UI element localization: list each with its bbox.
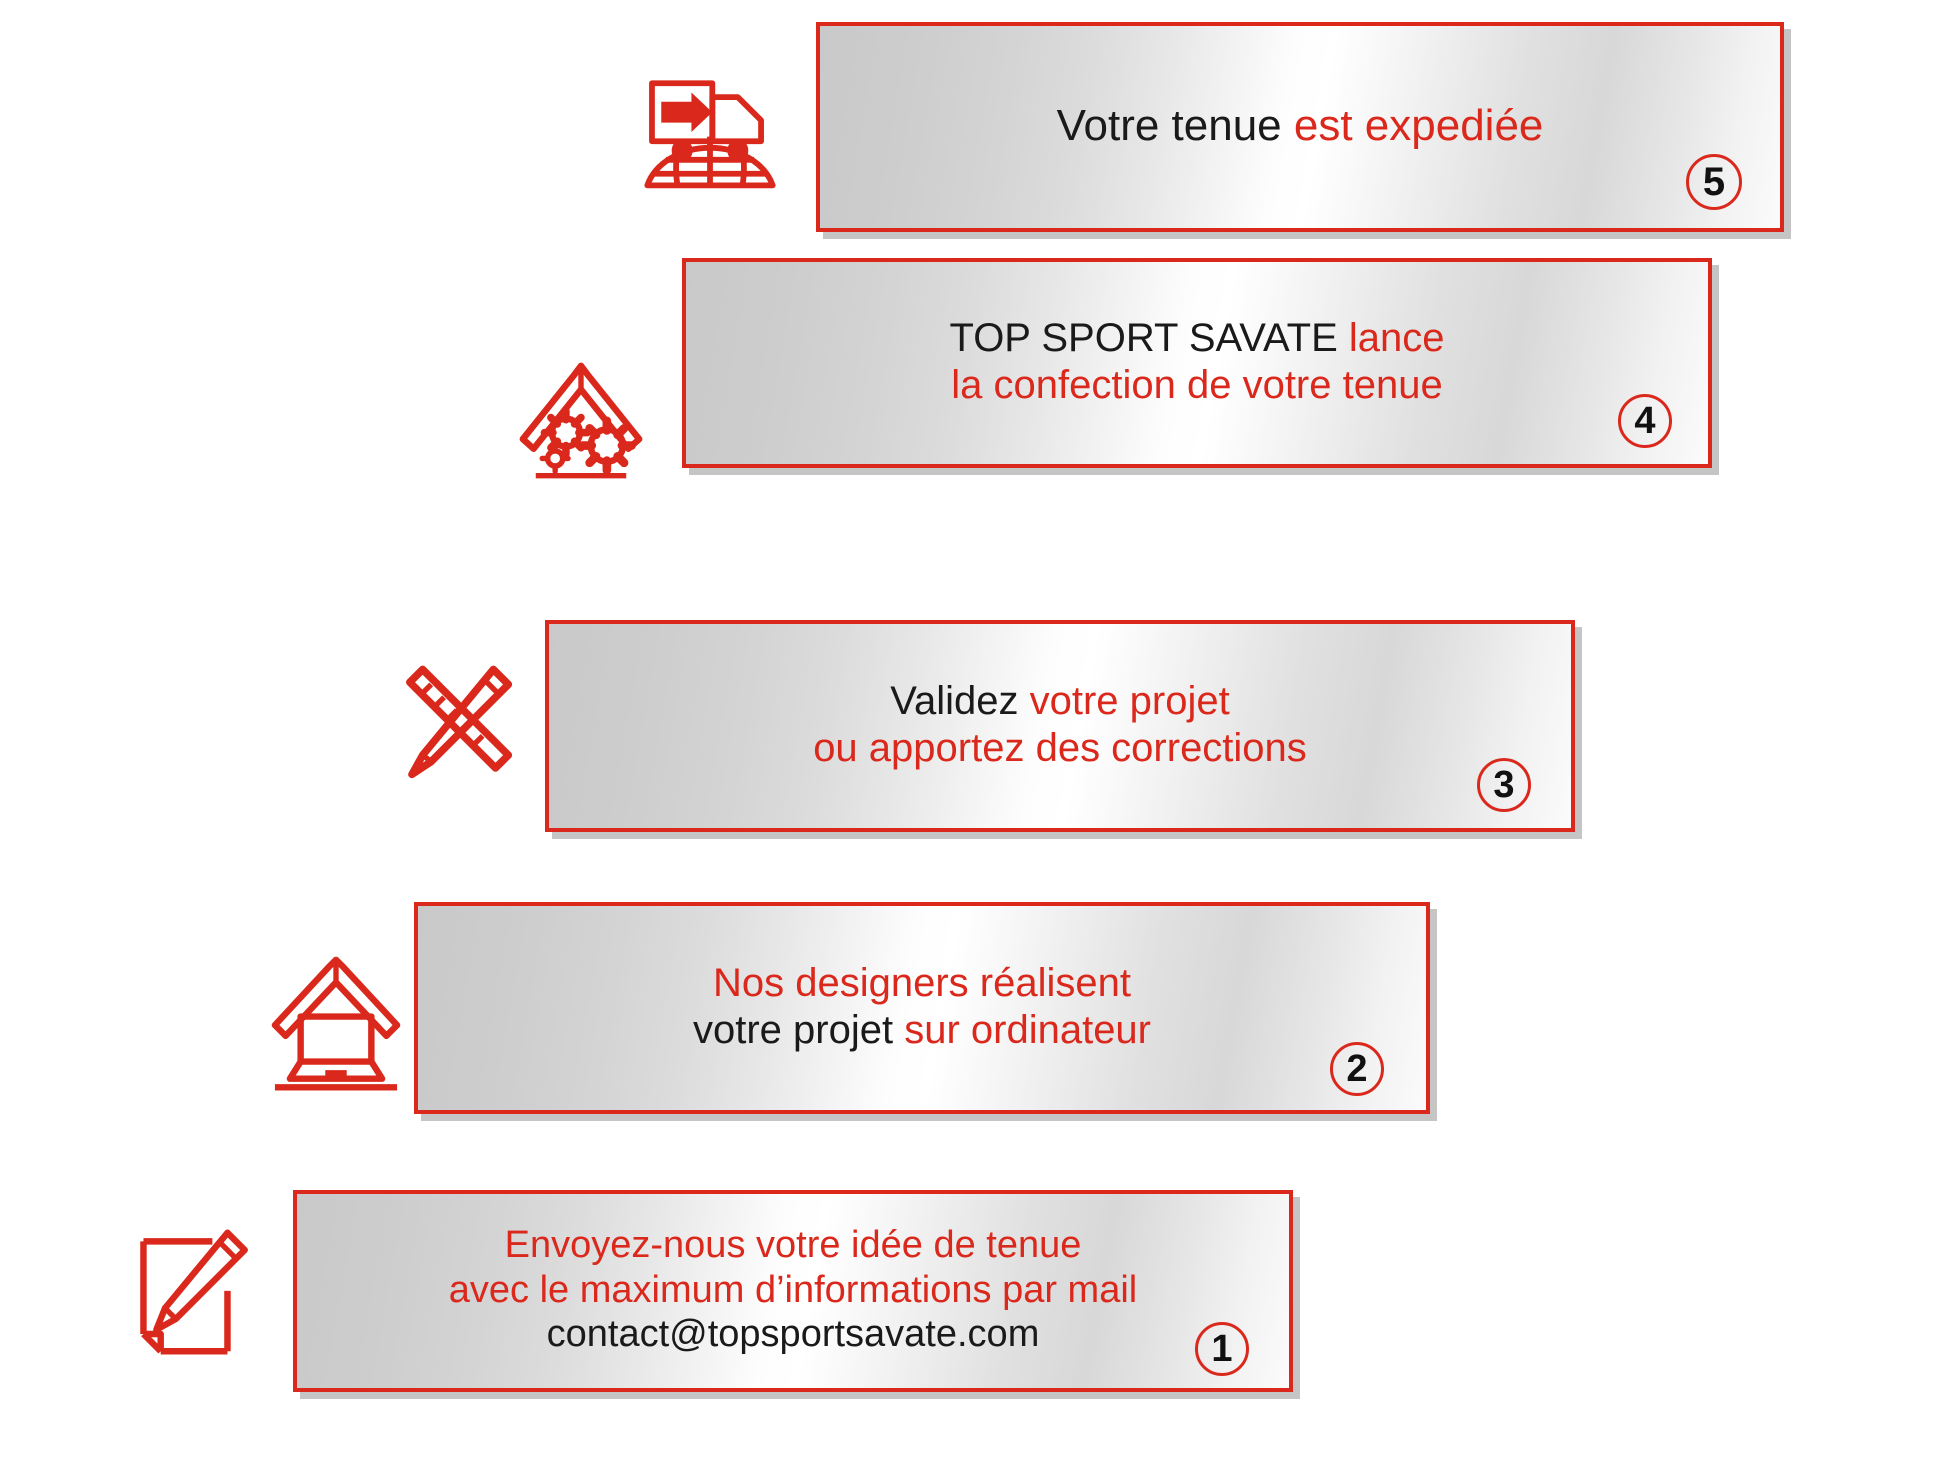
step-4-text: TOP SPORT SAVATE lance la confection de … bbox=[686, 315, 1708, 411]
delivery-truck-globe-icon bbox=[640, 60, 780, 190]
step-5-line-1-seg-1: Votre tenue bbox=[1056, 101, 1294, 151]
step-2-line-2-seg-1: votre projet bbox=[692, 1008, 905, 1052]
step-3-line-1-seg-2: votre projet bbox=[1029, 678, 1230, 723]
step-5-line-1-seg-2: est expediée bbox=[1293, 101, 1544, 151]
step-5-text: Votre tenue est expediée bbox=[820, 100, 1780, 154]
step-1-number-badge: 1 bbox=[1195, 1322, 1249, 1376]
step-2-bar: Nos designers réalisent votre projet sur… bbox=[414, 902, 1430, 1114]
step-5-number-badge: 5 bbox=[1686, 154, 1742, 210]
step-1-line-1: Envoyez-nous votre idée de tenue bbox=[504, 1223, 1082, 1266]
step-1-line-2: avec le maximum d’informations par mail bbox=[448, 1268, 1138, 1311]
step-1-line-3: contact@topsportsavate.com bbox=[546, 1313, 1040, 1356]
step-4-line-1-seg-2: lance bbox=[1348, 315, 1445, 360]
step-3-line-1: Validez votre projet bbox=[549, 678, 1571, 725]
step-2-line-1: Nos designers réalisent bbox=[713, 960, 1131, 1005]
step-3-line-2: ou apportez des corrections bbox=[813, 726, 1307, 770]
step-2-line-2-seg-2: sur ordinateur bbox=[904, 1008, 1151, 1052]
step-3-number-badge: 3 bbox=[1477, 758, 1531, 812]
roof-gears-icon bbox=[516, 340, 646, 480]
step-5-line-1: Votre tenue est expediée bbox=[820, 100, 1780, 152]
ruler-pencil-icon bbox=[388, 648, 528, 798]
roof-laptop-icon bbox=[266, 948, 406, 1098]
step-2-line-2: votre projet sur ordinateur bbox=[418, 1007, 1426, 1054]
step-3-line-1-seg-1: Validez bbox=[890, 678, 1030, 723]
step-4-line-2: la confection de votre tenue bbox=[951, 363, 1443, 407]
step-1-text: Envoyez-nous votre idée de tenue avec le… bbox=[297, 1223, 1289, 1359]
step-2-text: Nos designers réalisent votre projet sur… bbox=[418, 960, 1426, 1056]
step-3-text: Validez votre projet ou apportez des cor… bbox=[549, 678, 1571, 774]
step-4-number-badge: 4 bbox=[1618, 394, 1672, 448]
document-pencil-icon bbox=[128, 1222, 258, 1362]
step-3-bar: Validez votre projet ou apportez des cor… bbox=[545, 620, 1575, 832]
step-5-bar: Votre tenue est expediée 5 bbox=[816, 22, 1784, 232]
step-4-line-1-seg-1: TOP SPORT SAVATE bbox=[949, 315, 1349, 360]
step-4-line-1: TOP SPORT SAVATE lance bbox=[686, 315, 1708, 362]
step-2-number-badge: 2 bbox=[1330, 1042, 1384, 1096]
step-4-bar: TOP SPORT SAVATE lance la confection de … bbox=[682, 258, 1712, 468]
step-1-bar: Envoyez-nous votre idée de tenue avec le… bbox=[293, 1190, 1293, 1392]
